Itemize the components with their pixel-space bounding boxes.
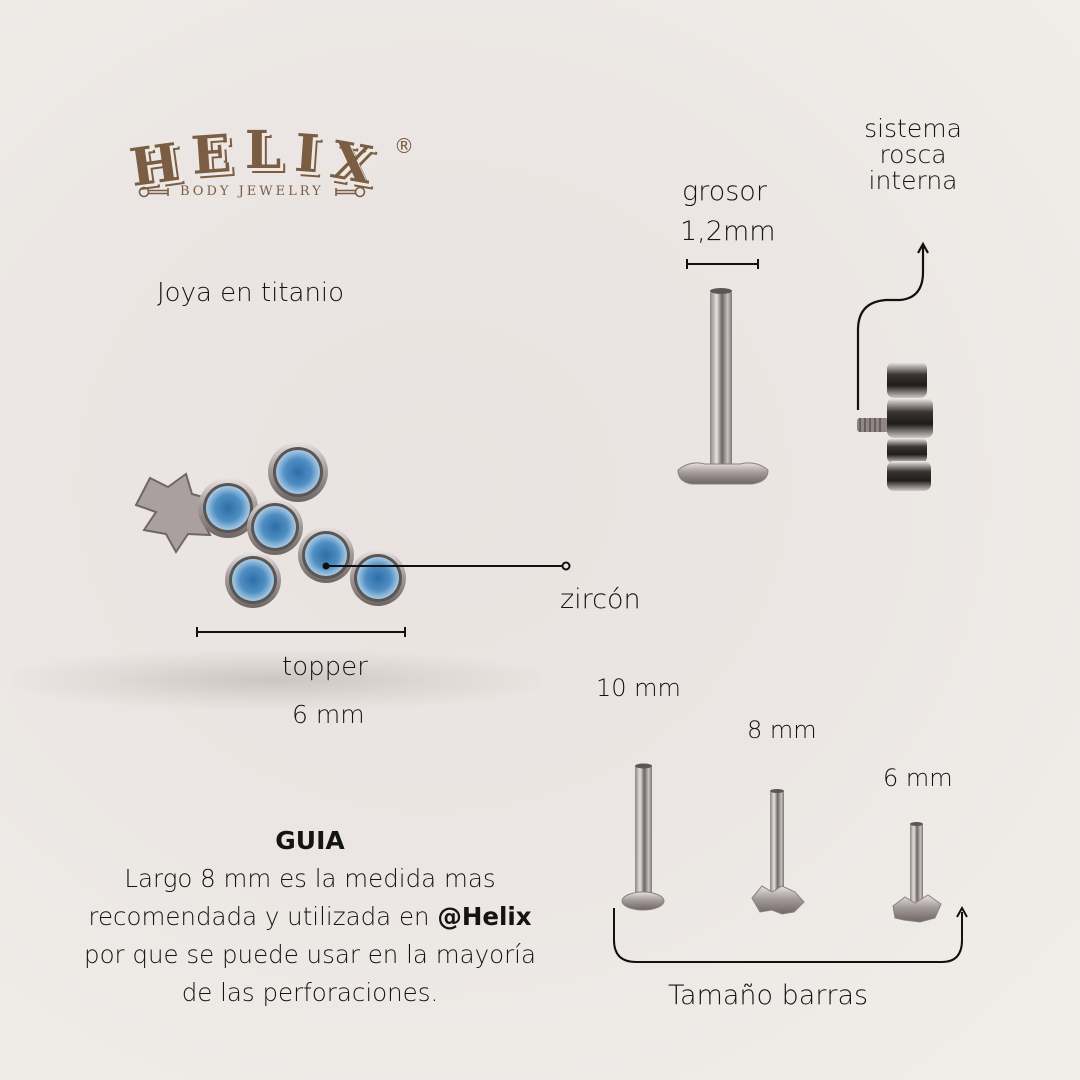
bar-10mm-icon	[621, 763, 665, 911]
guide-line: por que se puede usar en la mayoría	[84, 940, 536, 969]
topper-dimension-line	[196, 627, 406, 637]
zircon-pointer	[322, 561, 571, 571]
logo-wordmark: HELIX	[126, 120, 390, 199]
guide-line: recomendada y utilizada en @Helix	[40, 898, 580, 936]
barbell-pin-icon	[138, 186, 169, 197]
thread-system-line: rosca	[879, 140, 947, 169]
logo-letter: L	[244, 120, 296, 181]
brand-logo: HELIX ® BODY JEWELRY	[122, 118, 422, 208]
zircon-cluster-icon	[198, 442, 406, 608]
thickness-label: grosor	[682, 176, 767, 207]
barbell-pin-icon	[334, 186, 366, 197]
topper-label: topper	[282, 652, 368, 682]
logo-subtitle-row: BODY JEWELRY	[138, 184, 366, 199]
guide-line: de las perforaciones.	[181, 978, 439, 1007]
threaded-top-icon	[857, 362, 933, 491]
thread-system-line: sistema	[864, 114, 962, 143]
logo-letter: E	[189, 122, 248, 187]
thickness-value: 1,2mm	[680, 216, 776, 247]
bar-size-6mm-label: 6 mm	[883, 764, 953, 792]
thread-system-label: sistema rosca interna	[848, 116, 978, 194]
product-shadow	[10, 650, 540, 710]
thread-pointer-arrow	[856, 241, 929, 410]
guide-section: GUIA Largo 8 mm es la medida mas recomen…	[40, 822, 580, 1012]
material-label: Joya en titanio	[157, 278, 345, 308]
bar-sizes-bracket-arrow	[613, 905, 968, 963]
bar-size-8mm-label: 8 mm	[747, 716, 817, 744]
registered-mark: ®	[394, 134, 414, 158]
topper-size: 6 mm	[292, 700, 365, 729]
star-topper-icon	[134, 472, 216, 554]
guide-title: GUIA	[275, 826, 345, 855]
thickness-dimension-line	[686, 259, 759, 269]
guide-line: Largo 8 mm es la medida mas	[124, 864, 496, 893]
labret-bar-icon	[677, 288, 769, 485]
guide-line-text: recomendada y utilizada en	[88, 902, 438, 931]
bar-sizes-title: Tamaño barras	[668, 980, 869, 1011]
stone-label: zircón	[560, 584, 641, 615]
bar-6mm-icon	[892, 822, 942, 923]
bar-size-10mm-label: 10 mm	[596, 674, 681, 702]
helix-handle-link[interactable]: @Helix	[437, 902, 532, 931]
logo-subtitle: BODY JEWELRY	[180, 184, 324, 199]
bar-8mm-icon	[751, 789, 805, 915]
thread-system-line: interna	[868, 166, 958, 195]
